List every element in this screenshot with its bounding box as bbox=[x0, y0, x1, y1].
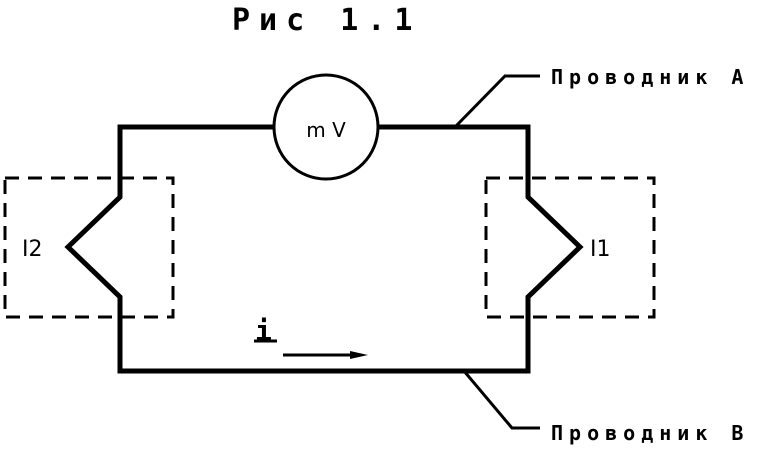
millivoltmeter-symbol bbox=[272, 73, 380, 181]
junction-box-left bbox=[3, 176, 175, 319]
conductor-b-label: Проводник В bbox=[551, 421, 749, 445]
current-arrow-head bbox=[350, 351, 368, 359]
junction-box-right bbox=[484, 176, 656, 319]
conductor-a-leader bbox=[453, 74, 540, 129]
current-label: i bbox=[255, 314, 272, 347]
junction-right-label: I1 bbox=[590, 237, 611, 262]
conductor-a-label: Проводник А bbox=[551, 65, 749, 89]
figure-title: Рис 1.1 bbox=[232, 3, 421, 38]
junction-left-label: I2 bbox=[22, 237, 43, 262]
conductor-b-leader bbox=[462, 370, 540, 430]
millivoltmeter-label: m V bbox=[306, 118, 346, 142]
circuit-wire bbox=[64, 124, 584, 374]
